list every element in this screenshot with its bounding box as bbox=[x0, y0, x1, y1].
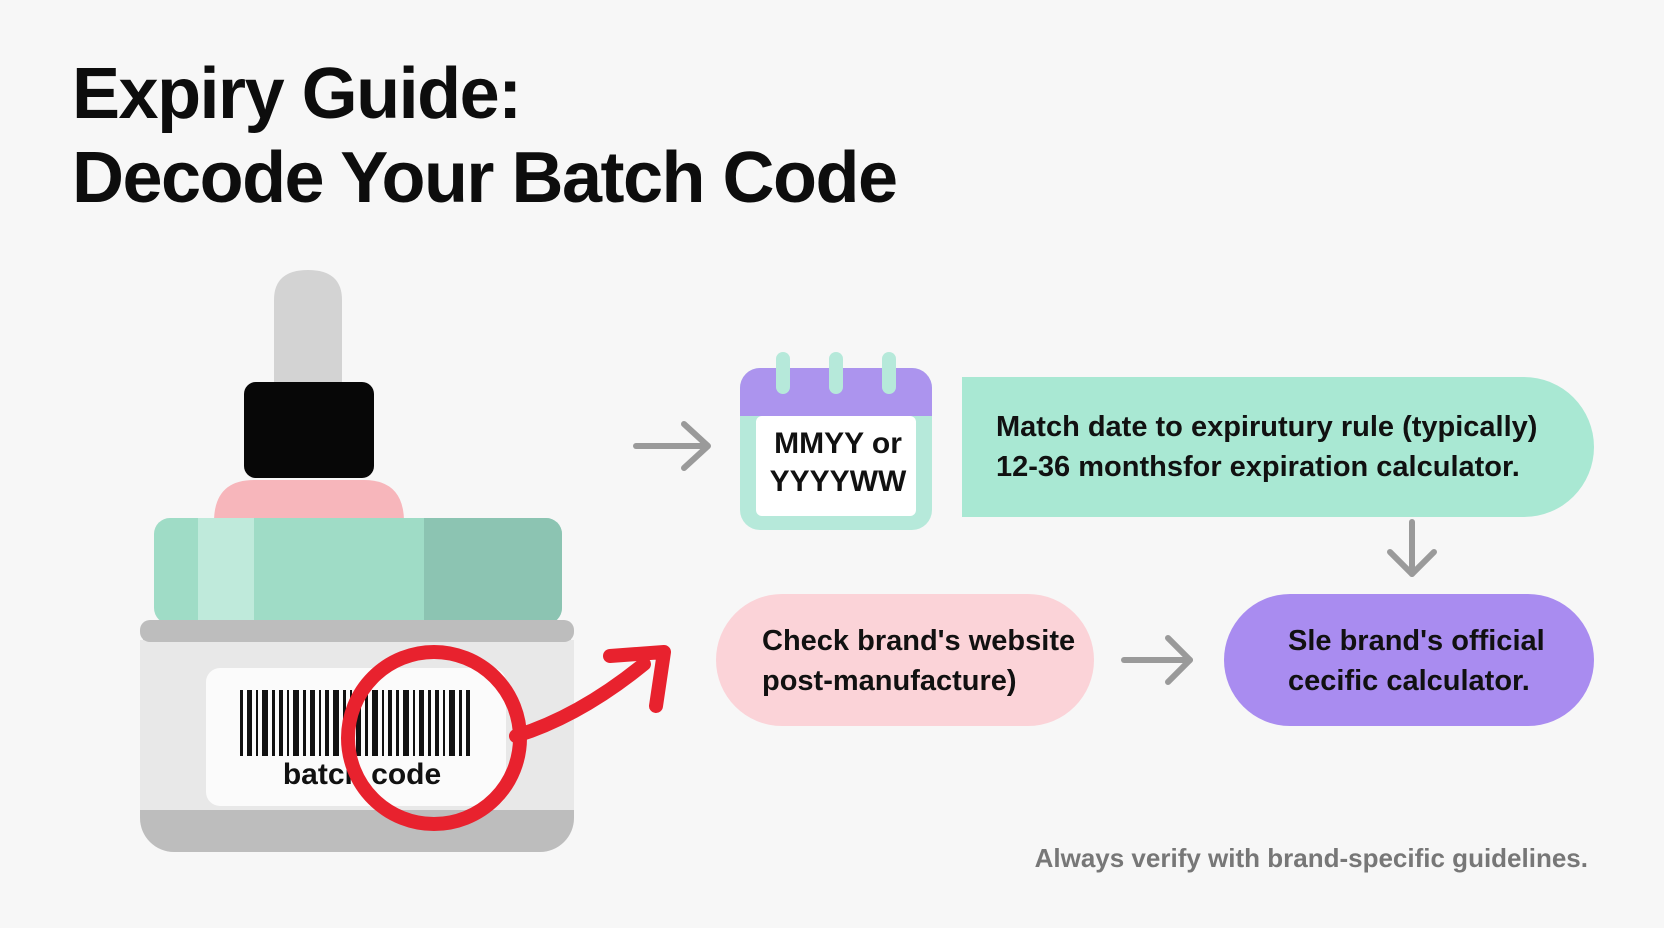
step-check-website: Check brand's website post-manufacture) bbox=[716, 594, 1094, 726]
arrow-down-icon bbox=[1387, 519, 1437, 577]
barcode-icon bbox=[240, 690, 470, 756]
title-line-1: Expiry Guide: bbox=[72, 54, 522, 134]
step-check-line-1: Check brand's website bbox=[762, 625, 1076, 657]
arrow-right-icon bbox=[1121, 635, 1193, 685]
page-title: Expiry Guide: Decode Your Batch Code bbox=[72, 52, 898, 220]
step-check-line-2: post-manufacture) bbox=[762, 665, 1017, 697]
calendar-format-text: MMYY or YYYYWW bbox=[748, 425, 928, 501]
calendar-format-line-2: YYYYWW bbox=[769, 465, 907, 498]
step-match-date: Match date to expirutury rule (typically… bbox=[962, 377, 1594, 517]
step-see-calculator: Sle brand's official cecific calculator. bbox=[1224, 594, 1594, 726]
calendar-format-line-1: MMYY or bbox=[774, 427, 902, 460]
step-see-line-1: Sle brand's official bbox=[1288, 625, 1545, 657]
footnote: Always verify with brand-specific guidel… bbox=[1034, 843, 1588, 873]
step-match-line-1: Match date to expirutury rule (typically… bbox=[996, 411, 1538, 443]
highlight-circle-icon bbox=[341, 645, 671, 831]
title-line-2: Decode Your Batch Code bbox=[72, 138, 898, 218]
calendar-icon bbox=[740, 352, 932, 530]
arrow-right-icon bbox=[633, 421, 711, 471]
step-match-line-2: 12-36 monthsfor expiration calculator. bbox=[996, 451, 1520, 483]
step-see-line-2: cecific calculator. bbox=[1288, 665, 1530, 697]
